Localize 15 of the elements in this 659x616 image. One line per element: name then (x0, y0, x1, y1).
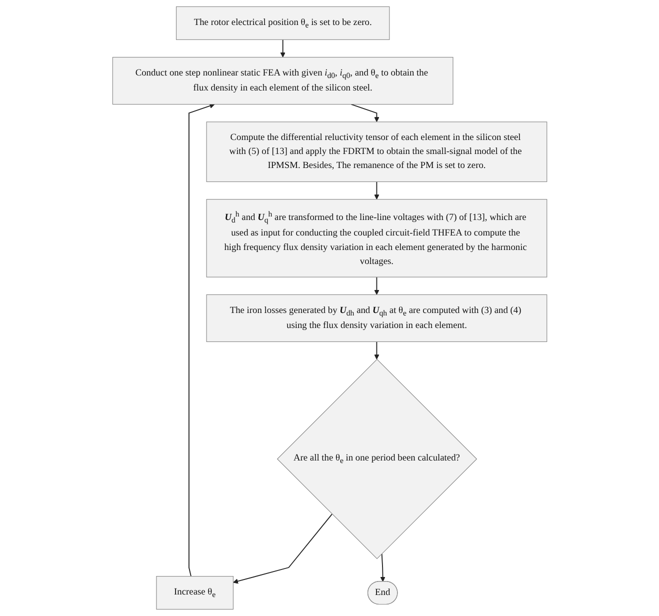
arrow (350, 104, 380, 122)
arrow (280, 39, 286, 58)
arrow (232, 514, 332, 584)
node-box: Increase θ$_{e}$ (156, 576, 234, 610)
arrow (374, 341, 380, 360)
arrow (380, 553, 386, 582)
node-box: U$_{d}$$^{h}$ and U$_{q}$$^{h}$ are transformed to the line-line voltages with (7) of [13], which are used as input for conducting the coupled circuit-field THFEA to compute the high frequency flux density variation in each element generated by the harmonic voltages. (206, 199, 547, 278)
node-diamond: Are all the θ$_{e}$ in one period been calculated? (276, 358, 477, 560)
node-box: The rotor electrical position θ$_{e}$ is set to be zero. (176, 6, 390, 40)
node-box: Conduct one step nonlinear static FEA with given i$_{d0}$, i$_{q0}$, and θ$_{e}$ to obtain the flux density in each element of the silicon steel. (112, 56, 453, 105)
arrow (374, 181, 380, 200)
arrow (374, 276, 380, 295)
node-box: Compute the differential reluctivity tensor of each element in the silicon steel with (5) of [13] and apply the FDRTM to obtain the small-signal model of the IPMSM. Besides, The remanence of the PM is set to zero. (206, 122, 547, 182)
arrow (188, 103, 214, 577)
node-box: The iron losses generated by U$_{dh}$ and U$_{qh}$ at θ$_{e}$ are computed with (3) and (4) using the flux density variation in each element. (206, 294, 547, 342)
